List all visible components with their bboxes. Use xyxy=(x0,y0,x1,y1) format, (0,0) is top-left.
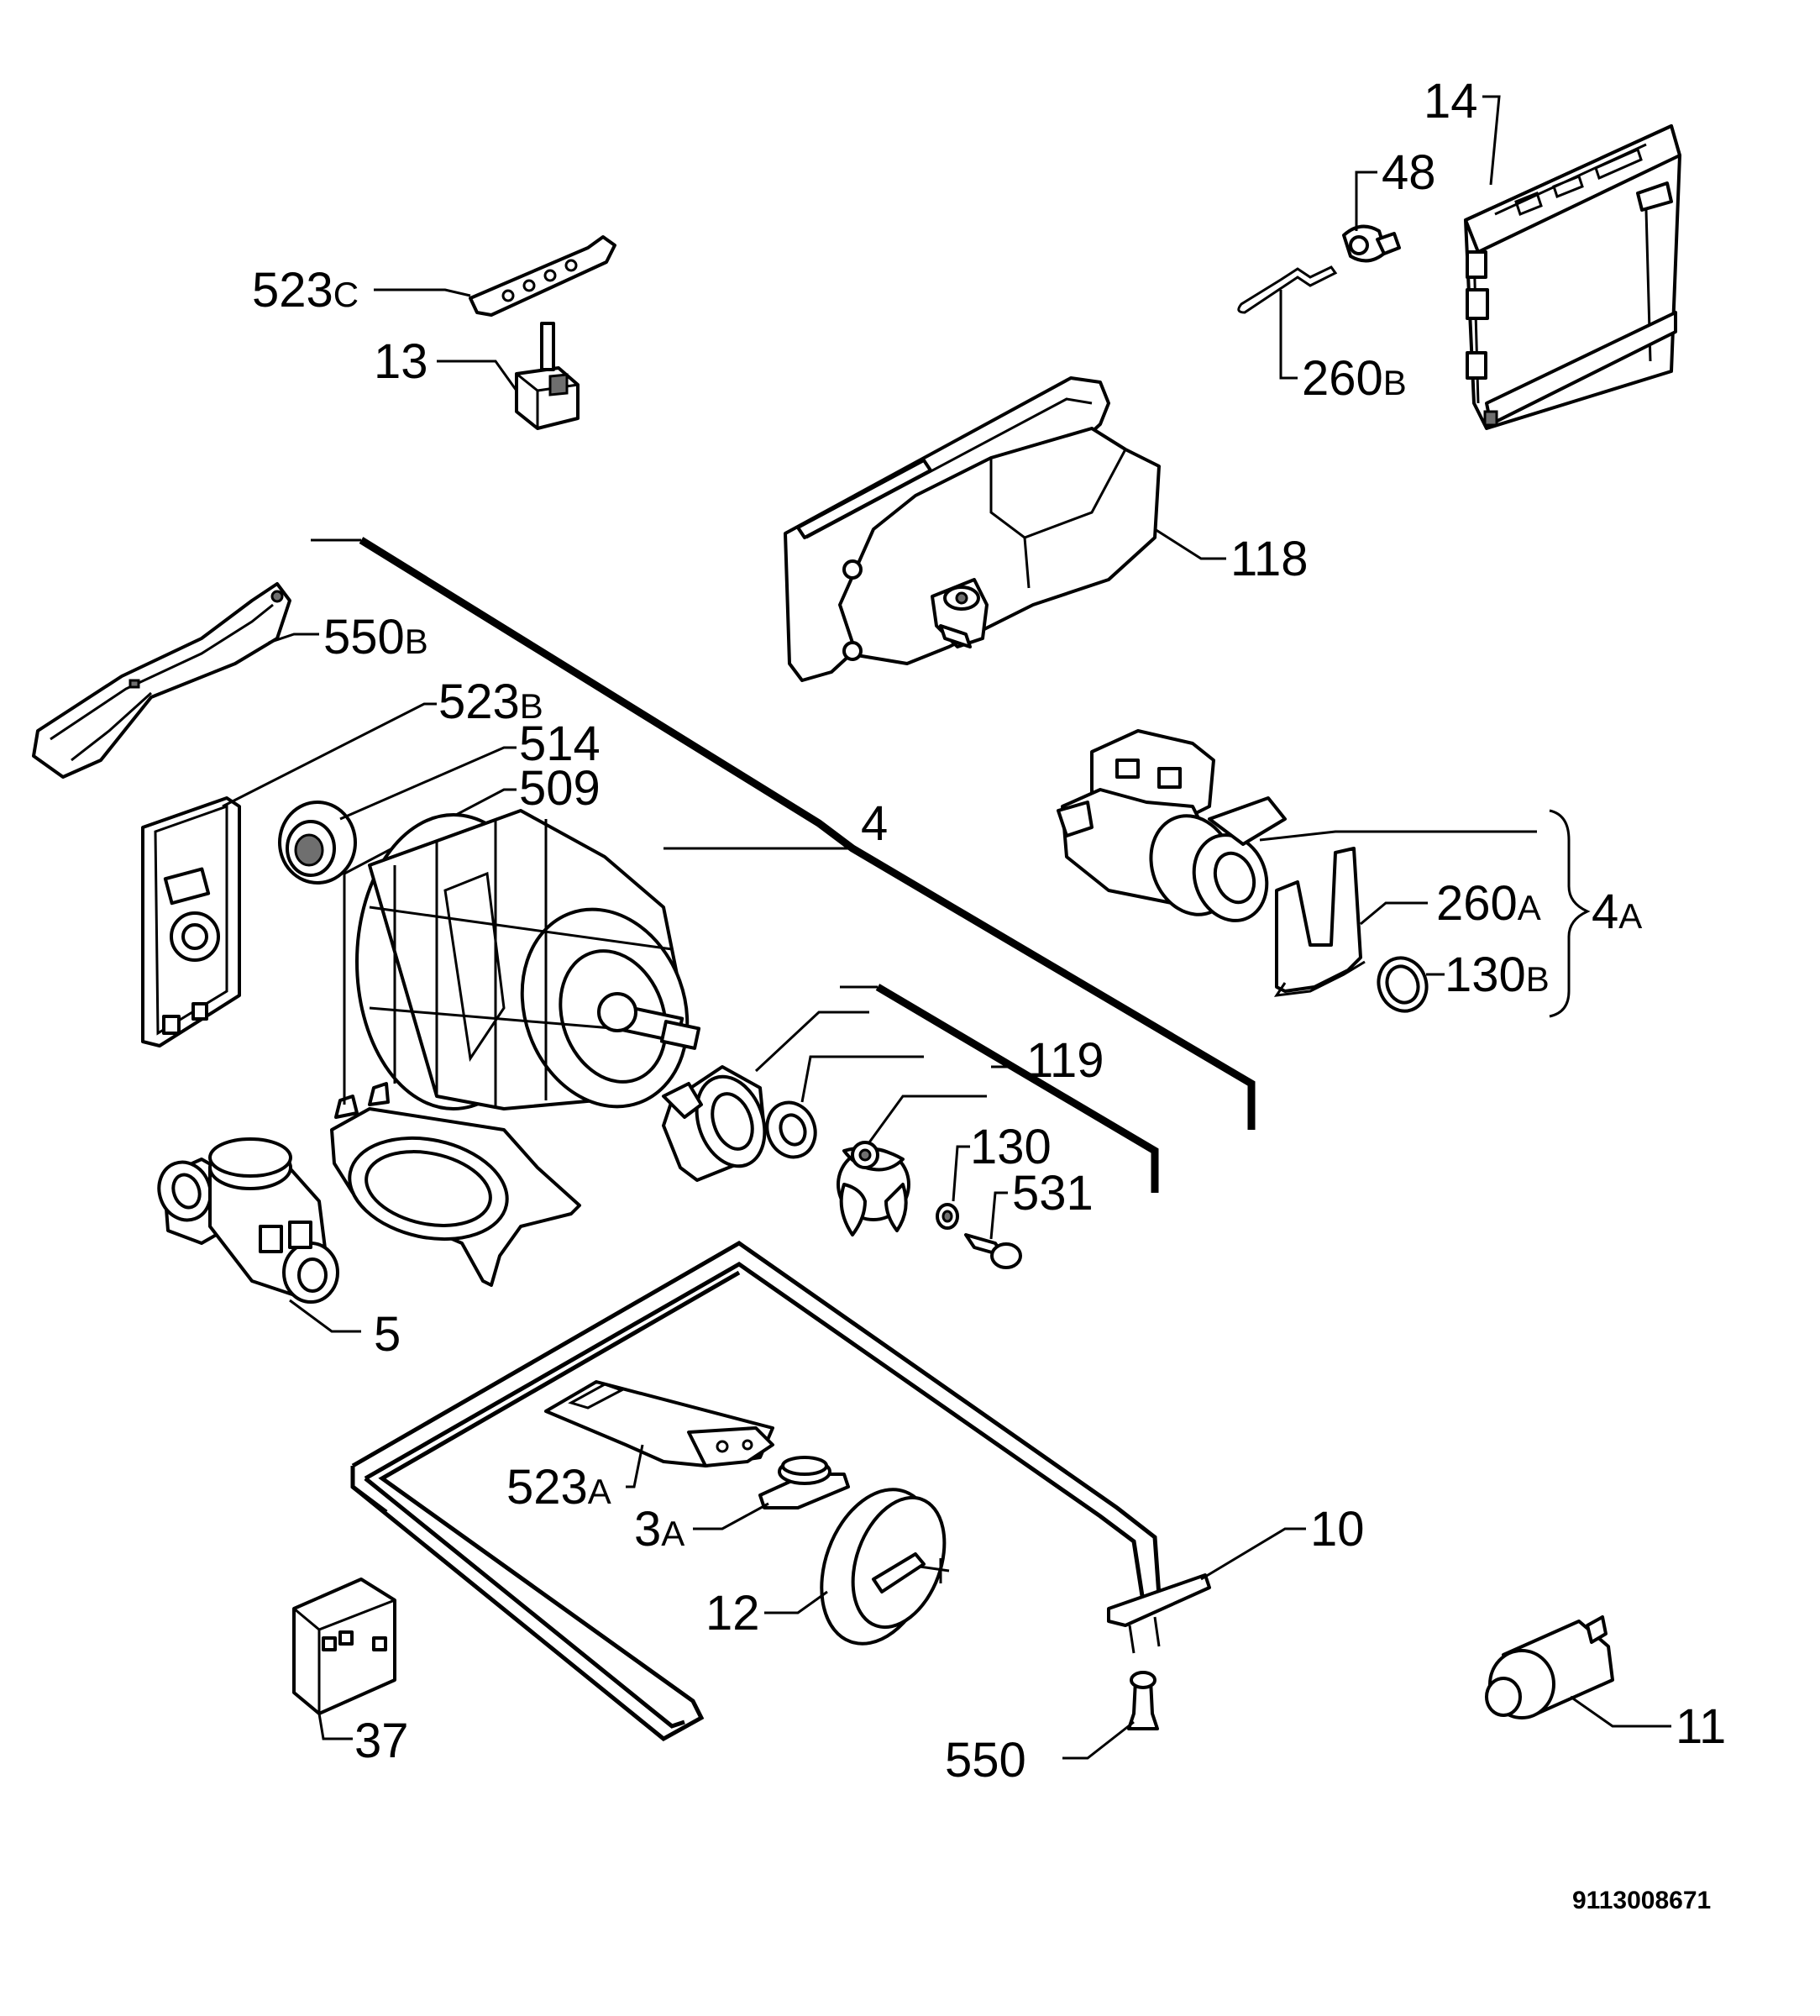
callout-523b: 523B xyxy=(222,675,543,808)
callout-119: 119 xyxy=(991,1033,1104,1088)
label-550: 550 xyxy=(945,1733,1026,1788)
callout-12: 12 xyxy=(705,1586,828,1641)
label-523a: 523A xyxy=(506,1460,611,1515)
part-514-seal xyxy=(278,801,357,885)
label-13: 13 xyxy=(374,334,428,389)
callout-550b: 550B xyxy=(268,610,428,664)
part-550-plug xyxy=(1127,1671,1159,1730)
part-14-control-module xyxy=(1464,124,1681,430)
part-119-pump-housing xyxy=(662,1065,767,1182)
part-10-heating-element xyxy=(350,1241,1211,1742)
label-509: 509 xyxy=(519,761,601,816)
part-523a-bracket xyxy=(544,1380,774,1467)
part-13-switch xyxy=(515,322,580,430)
callout-531: 531 xyxy=(989,1166,1094,1240)
leader-119-b xyxy=(800,1055,924,1103)
callout-37: 37 xyxy=(317,1713,409,1768)
label-5: 5 xyxy=(374,1307,401,1362)
label-4: 4 xyxy=(861,796,888,851)
callout-5: 5 xyxy=(289,1299,401,1362)
label-523b: 523B xyxy=(438,675,543,729)
part-523b-bracket xyxy=(141,796,241,1047)
part-11-capacitor xyxy=(1485,1615,1614,1719)
group-119-boundary xyxy=(840,984,1159,1193)
label-11: 11 xyxy=(1676,1699,1726,1754)
callout-3a: 3A xyxy=(634,1502,769,1557)
part-37-filter xyxy=(292,1578,396,1715)
brace-4a xyxy=(1549,809,1591,1018)
callout-10: 10 xyxy=(1200,1502,1365,1581)
callout-11: 11 xyxy=(1570,1695,1726,1754)
part-4-motor xyxy=(355,809,701,1110)
label-118: 118 xyxy=(1230,532,1308,586)
part-260b-wire-clip xyxy=(1237,265,1338,314)
part-5-inlet-valve xyxy=(157,1137,339,1304)
label-531: 531 xyxy=(1012,1166,1094,1221)
label-514: 514 xyxy=(519,717,601,771)
callout-4: 4 xyxy=(663,796,888,851)
part-119-impeller xyxy=(837,1141,910,1236)
leader-119-a xyxy=(754,1011,869,1073)
callout-13: 13 xyxy=(374,334,518,391)
part-3a-thermostat xyxy=(758,1456,850,1509)
callout-130: 130 xyxy=(952,1120,1052,1202)
leader-119-c xyxy=(868,1095,987,1143)
part-118-dispenser xyxy=(784,376,1161,682)
callout-14: 14 xyxy=(1424,74,1501,186)
callout-514: 514 xyxy=(339,717,601,821)
callout-118: 118 xyxy=(1154,528,1308,586)
label-119: 119 xyxy=(1026,1033,1104,1088)
callout-48: 48 xyxy=(1355,145,1436,231)
document-id: 9113008671 xyxy=(1572,1887,1711,1914)
part-531-screw xyxy=(964,1233,1022,1269)
label-12: 12 xyxy=(705,1586,760,1641)
part-523c-bracket xyxy=(469,235,616,317)
part-509-gasket xyxy=(330,1082,581,1287)
callout-550: 550 xyxy=(945,1720,1135,1788)
part-130b-oring xyxy=(1377,956,1429,1013)
label-3a: 3A xyxy=(634,1502,684,1557)
label-260b: 260B xyxy=(1302,351,1407,406)
part-119-oring xyxy=(765,1100,817,1159)
label-14: 14 xyxy=(1424,74,1478,129)
label-523c: 523C xyxy=(252,263,359,318)
label-37: 37 xyxy=(354,1714,409,1768)
callout-523a: 523A xyxy=(506,1444,644,1515)
part-130-washer xyxy=(936,1203,959,1230)
part-48-sensor xyxy=(1342,224,1401,263)
part-550b-cover xyxy=(32,582,291,779)
callout-523c: 523C xyxy=(252,263,471,318)
label-260a: 260A xyxy=(1436,876,1541,931)
label-48: 48 xyxy=(1382,145,1436,200)
callout-260b: 260B xyxy=(1279,290,1407,406)
label-4a: 4A xyxy=(1592,885,1642,939)
callout-130b: 130B xyxy=(1426,948,1550,1002)
part-12-pressure-switch xyxy=(820,1488,950,1646)
label-550b: 550B xyxy=(323,610,428,664)
callout-4a: 4A xyxy=(1592,885,1642,939)
callout-260a: 260A xyxy=(1259,830,1541,931)
label-10: 10 xyxy=(1310,1502,1365,1557)
part-4a-drain-pump xyxy=(1057,729,1287,922)
label-130: 130 xyxy=(970,1120,1052,1174)
part-260a-clip xyxy=(1273,847,1366,997)
label-130b: 130B xyxy=(1445,948,1550,1002)
